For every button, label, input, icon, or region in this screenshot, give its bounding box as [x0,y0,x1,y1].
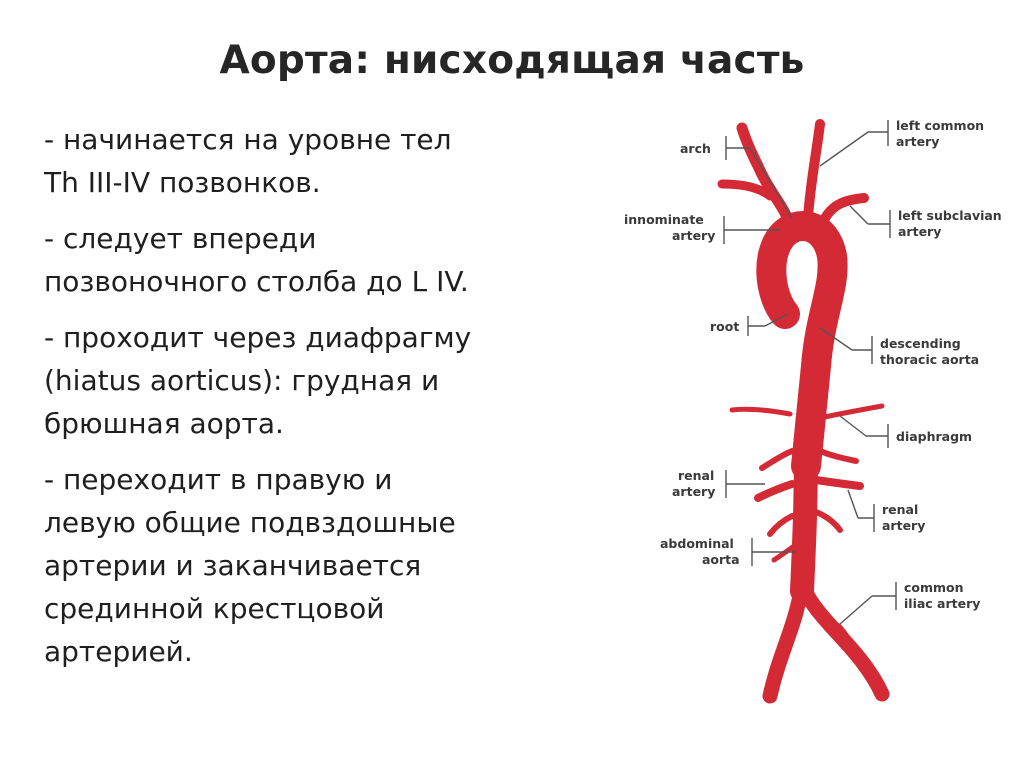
label-innominate-2: artery [672,228,715,243]
label-left-subclavian-1: left subclavian [898,208,1002,223]
phrenic-branch-left-shape [729,406,793,417]
celiac-branch-left-shape [759,448,795,471]
aorta-diagram: arch innominate artery root renal artery… [620,106,1024,706]
aorta-vessels [717,119,890,704]
right-common-iliac-shape [762,576,810,704]
label-common-iliac-2: iliac artery [904,596,980,611]
bullet-start-level: - начинается на уровне тел Th III-IV поз… [44,118,624,204]
right-subclavian-shape [717,179,775,201]
bullet-line: (hiatus aorticus): грудная и [44,364,440,397]
bullet-line: срединной крестцовой [44,592,385,625]
label-abdominal-1: abdominal [660,536,734,551]
label-renal-left-1: renal [678,468,714,483]
descending-leader [819,327,873,364]
label-arch: arch [680,141,711,156]
arch-leader [725,136,793,219]
left-common-artery-shape [803,119,825,223]
bullet-ending: - переходит в правую и левую общие подвз… [44,458,624,673]
bullet-line: - следует впереди [44,222,317,255]
bullet-line: позвоночного столба до L IV. [44,265,469,298]
lumbar-branch-left-shape [767,513,795,537]
label-renal-right-2: artery [882,518,925,533]
bullet-line: артерии и заканчивается [44,549,422,582]
aorta-diagram-svg: arch innominate artery root renal artery… [624,118,1002,704]
root-leader [747,313,789,336]
label-left-common-2: artery [896,134,939,149]
bullet-course: - следует впереди позвоночного столба до… [44,217,624,303]
celiac-branch-right-shape [817,448,859,464]
page-title: Аорта: нисходящая часть [219,38,805,83]
label-diaphragm: diaphragm [896,429,972,444]
label-renal-left-2: artery [672,484,715,499]
left-common-leader [819,120,889,167]
bullet-diaphragm: - проходит через диафрагму (hiatus aorti… [44,316,624,445]
label-left-common-1: left common [896,118,984,133]
renal-left-leader [725,470,765,498]
mesenteric-branch-shape [771,543,797,563]
label-renal-right-1: renal [882,502,918,517]
left-subclavian-leader [849,205,891,238]
label-root: root [710,319,739,334]
description-text: - начинается на уровне тел Th III-IV поз… [44,118,624,673]
bullet-line: левую общие подвздошные [44,506,456,539]
label-innominate-1: innominate [624,212,704,227]
bullet-line: - переходит в правую и [44,463,393,496]
bullet-line: - начинается на уровне тел [44,123,452,156]
phrenic-branch-right-shape [817,403,885,421]
bullet-line: брюшная аорта. [44,407,284,440]
label-common-iliac-1: common [904,580,964,595]
diaphragm-leader [839,415,889,448]
left-common-iliac-shape [794,576,890,702]
diagram-labels: arch innominate artery root renal artery… [624,118,1002,611]
common-iliac-leader [839,582,897,625]
descending-aorta-shape [790,434,818,603]
iliac-branch-shape [835,623,857,661]
innominate-artery-shape [736,122,796,232]
label-descending-2: thoracic aorta [880,352,979,367]
label-descending-1: descending [880,336,961,351]
label-leaders [723,120,897,625]
lumbar-branch-right-shape [813,509,843,533]
renal-artery-left-shape [754,480,796,502]
bullet-line: - проходит через диафрагму [44,321,472,354]
bullet-line: Th III-IV позвонков. [44,166,321,199]
label-left-subclavian-2: artery [898,224,941,239]
bullet-line: артерией. [44,635,193,668]
label-abdominal-2: aorta [702,552,740,567]
aortic-arch-shape [756,211,848,481]
renal-right-leader [847,489,875,532]
renal-artery-right-shape [812,476,864,490]
abdominal-leader [751,538,796,566]
innominate-leader [723,216,780,244]
